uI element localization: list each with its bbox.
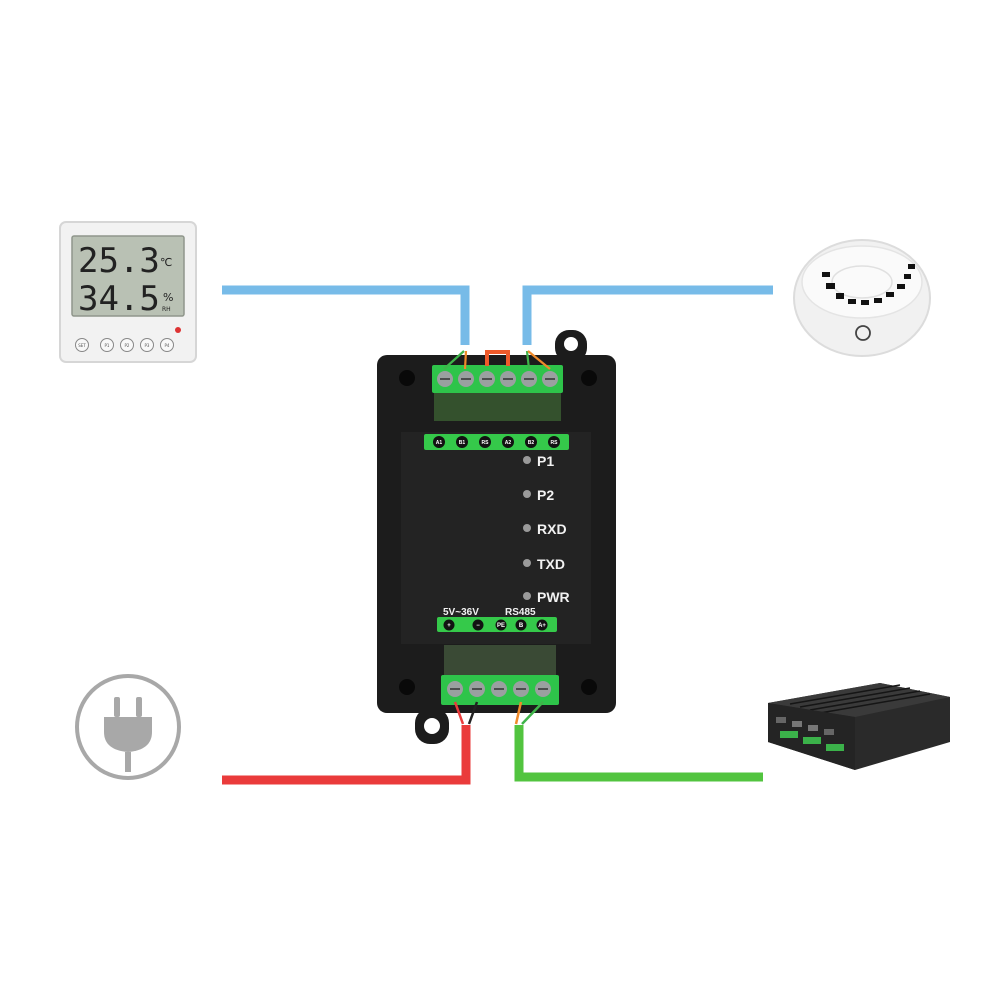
thermostat-button-p3[interactable]: P3 xyxy=(141,339,154,352)
led-indicator xyxy=(523,456,531,464)
power-input-label: 5V~36V xyxy=(443,607,479,618)
terminal-label-a2: A2 xyxy=(505,440,512,446)
terminal-label-b1: B1 xyxy=(459,440,466,446)
smoke-detector-icon xyxy=(794,240,930,356)
terminal-label-aplus: A+ xyxy=(538,623,546,629)
bottom-terminal-labels: + − PE B A+ xyxy=(437,617,557,632)
data-wire xyxy=(519,725,763,777)
temperature-unit: ℃ xyxy=(160,256,172,269)
button-label: P1 xyxy=(105,343,110,348)
thermo-hygrometer: 25.3 ℃ 34.5 % RH SET P1 P2 P3 xyxy=(60,222,196,362)
rs485-label: RS485 xyxy=(505,607,536,618)
humidity-readout: 34.5 xyxy=(78,279,160,319)
terminal-label-pe: PE xyxy=(497,623,505,629)
led-indicator xyxy=(523,490,531,498)
led-indicator xyxy=(523,559,531,567)
terminal-label-rs1: RS xyxy=(482,440,490,446)
led-label-txd: TXD xyxy=(537,556,565,572)
terminal-label-b: B xyxy=(519,623,524,629)
rs485-wire-left xyxy=(222,290,465,345)
terminal-label-rs2: RS xyxy=(551,440,559,446)
top-terminal-labels: A1 B1 RS A2 B2 RS xyxy=(424,434,569,450)
status-led xyxy=(175,327,181,333)
led-label-rxd: RXD xyxy=(537,521,567,537)
humidity-unit: % xyxy=(163,291,173,304)
terminal-label-a1: A1 xyxy=(436,440,443,446)
button-label: SET xyxy=(78,343,86,348)
led-label-p1: P1 xyxy=(537,453,554,469)
led-indicator xyxy=(523,524,531,532)
industrial-computer xyxy=(768,683,950,770)
humidity-sub: RH xyxy=(162,306,171,313)
led-label-p2: P2 xyxy=(537,487,554,503)
led-indicator xyxy=(523,592,531,600)
terminal-label-vplus: + xyxy=(447,623,451,629)
power-plug-icon xyxy=(77,676,179,778)
terminal-label-vminus: − xyxy=(476,623,480,629)
led-label-pwr: PWR xyxy=(537,589,570,605)
rs485-module: A1 B1 RS A2 B2 RS P1 P2 RXD TXD PWR 5V~3… xyxy=(377,330,616,744)
thermostat-button-p4[interactable]: P4 xyxy=(161,339,174,352)
button-label: P3 xyxy=(145,343,150,348)
button-label: P4 xyxy=(165,343,170,348)
terminal-label-b2: B2 xyxy=(528,440,535,446)
thermostat-button-p1[interactable]: P1 xyxy=(101,339,114,352)
button-label: P2 xyxy=(125,343,130,348)
thermostat-button-set[interactable]: SET xyxy=(76,339,89,352)
thermostat-button-p2[interactable]: P2 xyxy=(121,339,134,352)
temperature-readout: 25.3 xyxy=(78,241,160,281)
